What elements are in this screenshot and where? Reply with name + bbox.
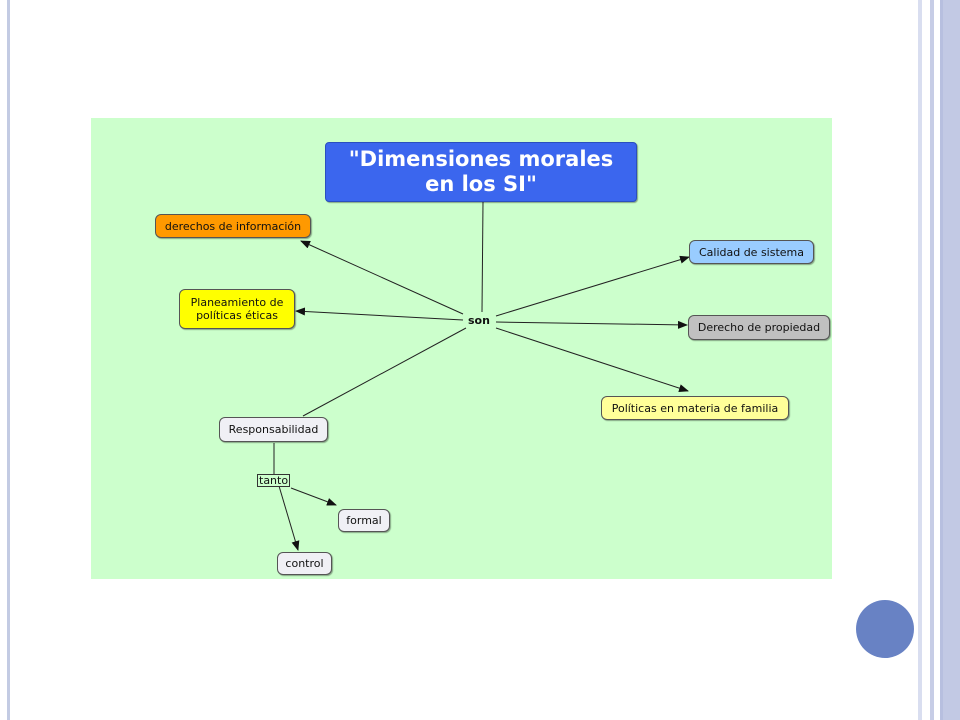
link-son-derechos [300, 240, 464, 315]
slide-right-decoration [943, 0, 960, 720]
node-derechos: derechos de información [155, 214, 311, 238]
title-node: "Dimensiones morales en los SI" [325, 142, 637, 202]
link-tanto-control [278, 485, 300, 551]
link-label-son: son [467, 314, 491, 327]
link-son-responsabilidad [302, 327, 467, 417]
node-calidad: Calidad de sistema [689, 240, 814, 264]
link-son-familia [495, 327, 689, 392]
link-son-calidad [495, 255, 690, 317]
link-son-planeamiento [295, 307, 464, 321]
node-responsabilidad: Responsabilidad [219, 417, 328, 442]
node-planeamiento: Planeamiento de políticas éticas [179, 289, 295, 329]
link-son-propiedad [495, 320, 688, 329]
slide-right-decoration [918, 0, 922, 720]
link-label-tanto: tanto [257, 474, 291, 487]
slide-right-decoration [922, 0, 930, 720]
link-tanto-formal [290, 487, 337, 506]
slide-right-decoration [940, 0, 943, 720]
concept-map: "Dimensiones morales en los SI" son dere… [91, 118, 832, 579]
node-formal: formal [338, 509, 390, 532]
accent-circle [856, 600, 914, 658]
slide-right-decoration [930, 0, 934, 720]
link-title-son [481, 201, 484, 313]
slide-right-decoration [934, 0, 940, 720]
node-propiedad: Derecho de propiedad [688, 315, 830, 340]
node-control: control [277, 552, 332, 575]
slide-left-border [7, 0, 10, 720]
node-familia: Políticas en materia de familia [601, 396, 789, 420]
concept-map-links [273, 201, 690, 551]
